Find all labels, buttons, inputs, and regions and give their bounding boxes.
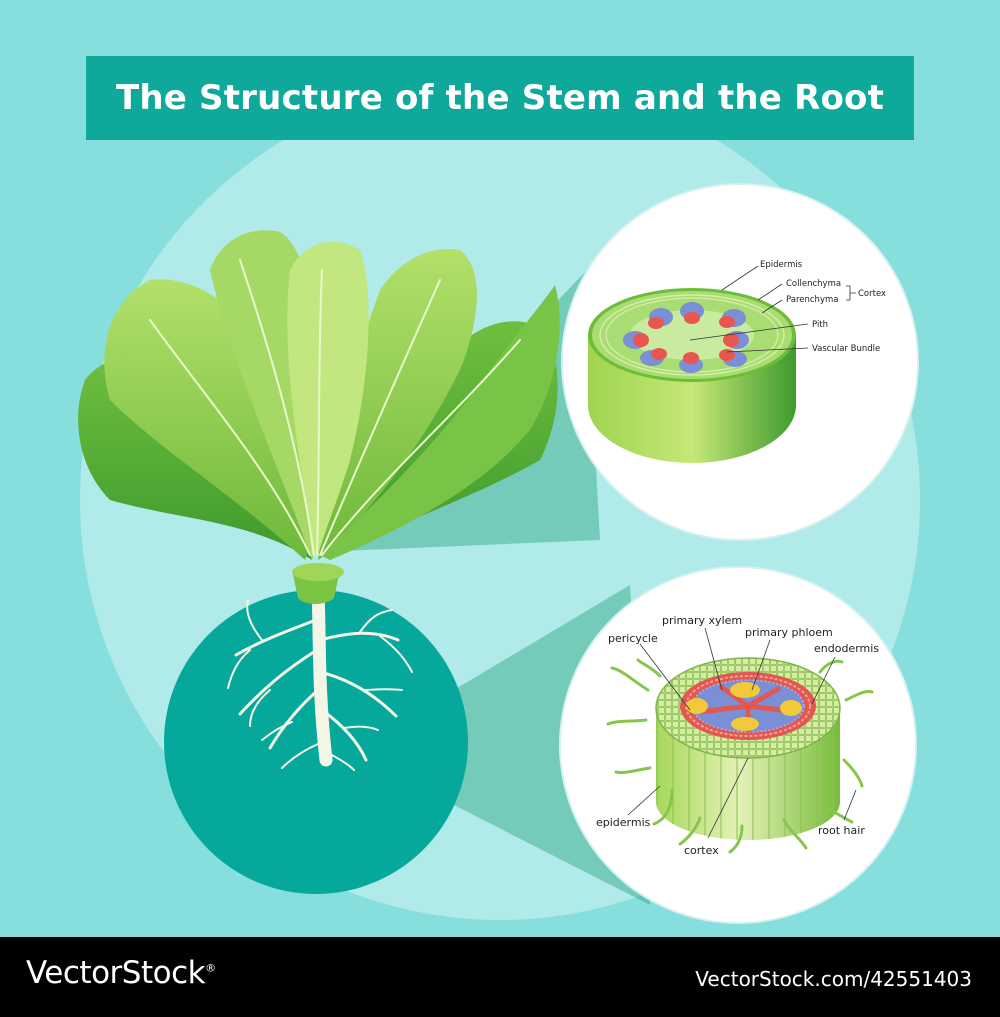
- root-zoom-beam: [350, 585, 650, 905]
- label-pericycle: pericycle: [608, 632, 658, 645]
- soil-circle: [164, 590, 468, 894]
- watermark-footer: VectorStock® VectorStock.com/42551403: [0, 937, 1000, 1017]
- label-parenchyma: Parenchyma: [786, 295, 838, 305]
- lettuce-leaves: [78, 230, 560, 604]
- label-stem-epidermis: Epidermis: [760, 260, 803, 270]
- root-hairs: [606, 658, 874, 854]
- registered-mark: ®: [205, 961, 216, 975]
- stock-id-url: VectorStock.com/42551403: [695, 967, 972, 991]
- label-primary-xylem: primary xylem: [662, 614, 742, 627]
- label-root-hair: root hair: [818, 824, 865, 837]
- label-vascular-bundle: Vascular Bundle: [812, 344, 880, 354]
- lettuce-roots: [227, 585, 413, 771]
- vascular-bundles: [623, 302, 749, 373]
- illustration: Epidermis Collenchyma Parenchyma Cortex …: [78, 80, 920, 924]
- label-root-cortex: cortex: [684, 844, 719, 857]
- label-primary-phloem: primary phloem: [745, 626, 833, 639]
- brand-logo: VectorStock®: [26, 955, 216, 991]
- title-banner: The Structure of the Stem and the Root: [86, 56, 914, 140]
- stem-cross-section-panel: Epidermis Collenchyma Parenchyma Cortex …: [561, 183, 919, 541]
- label-collenchyma: Collenchyma: [786, 279, 841, 289]
- label-root-epidermis: epidermis: [596, 816, 651, 829]
- page-title: The Structure of the Stem and the Root: [115, 78, 885, 118]
- brand-name: VectorStock: [26, 955, 206, 991]
- label-cortex-bracket: Cortex: [858, 289, 886, 299]
- label-pith: Pith: [812, 320, 828, 330]
- label-endodermis: endodermis: [814, 642, 879, 655]
- root-cross-section-panel: primary xylem primary phloem pericycle e…: [559, 566, 917, 924]
